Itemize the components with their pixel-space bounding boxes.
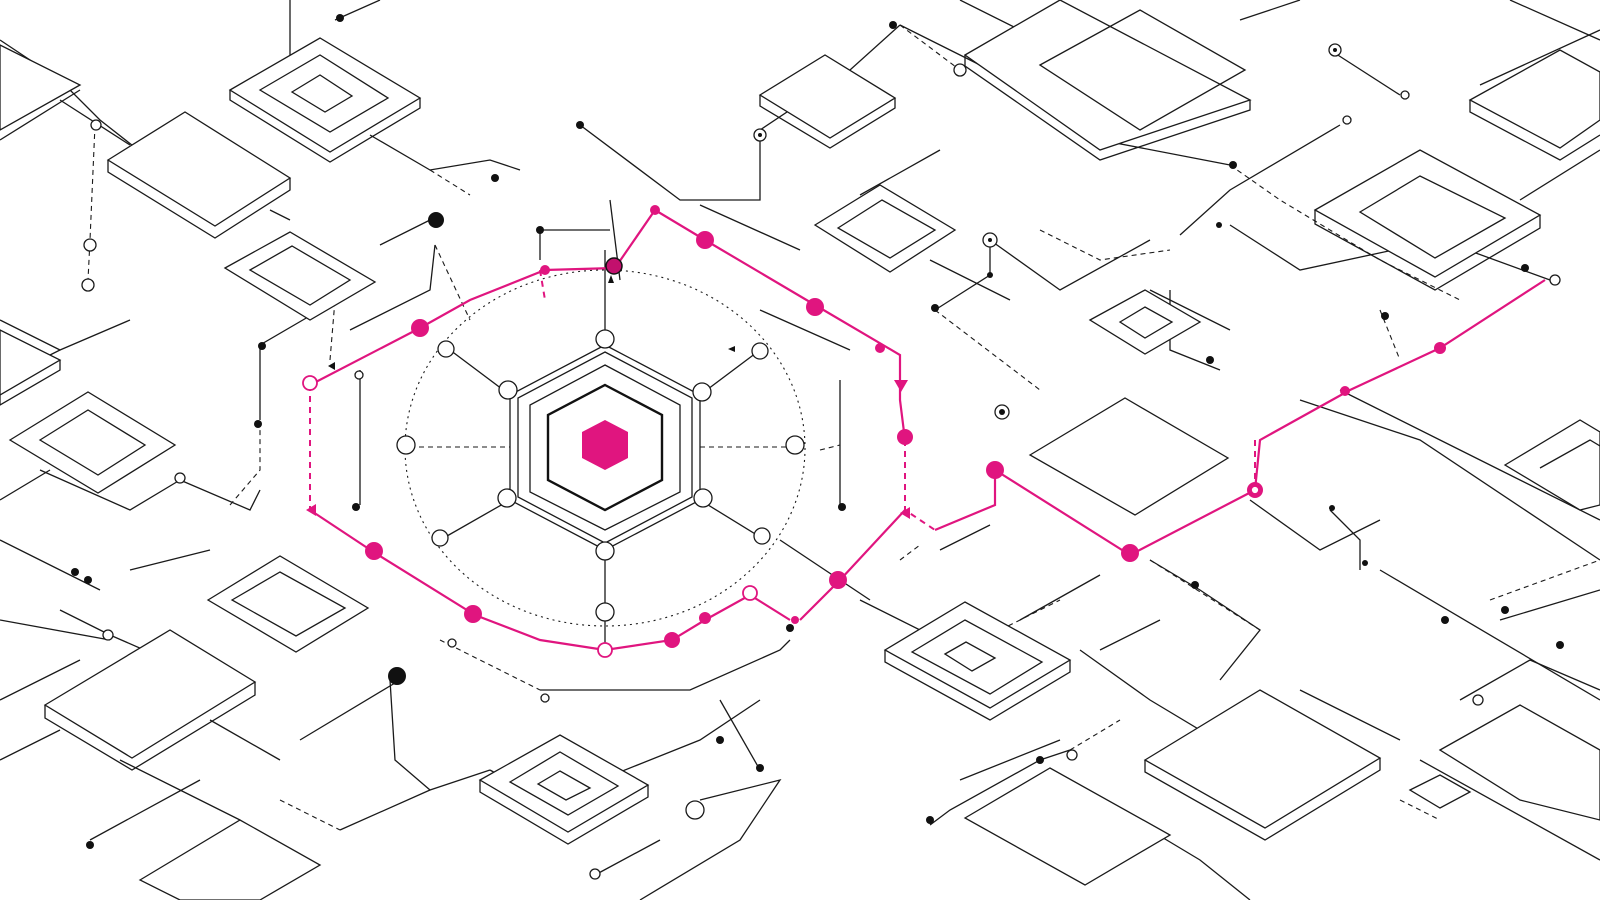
tile-plate xyxy=(223,231,377,321)
node-circle-icon xyxy=(498,380,518,400)
tile-plate xyxy=(1503,419,1600,511)
central-hexagon-icon xyxy=(582,420,628,470)
node-circle-icon xyxy=(497,488,517,508)
nodes xyxy=(71,14,1564,880)
arrow-left-icon xyxy=(306,504,316,516)
tile-stack xyxy=(228,37,422,163)
node-circle-icon xyxy=(396,435,416,455)
tile-plate xyxy=(1143,689,1382,841)
node-circle-icon xyxy=(595,541,615,561)
tile-plate xyxy=(1468,49,1600,161)
accent-path xyxy=(309,208,1546,652)
arrow-markers xyxy=(306,275,910,519)
tile-plate xyxy=(1408,774,1472,809)
node-circle-icon xyxy=(692,382,712,402)
arrow-left-icon xyxy=(728,346,735,352)
tile-plate xyxy=(758,54,897,149)
node-circle-icon xyxy=(595,602,615,622)
arrow-left-icon xyxy=(900,507,910,519)
node-circle-icon xyxy=(751,342,769,360)
node-circle-icon xyxy=(693,488,713,508)
tile-stack xyxy=(478,734,650,845)
tile-plate xyxy=(1028,397,1230,516)
tile-plate xyxy=(0,44,82,131)
node-circle-icon xyxy=(595,329,615,349)
tile-plate xyxy=(963,767,1172,886)
tile-plate xyxy=(1313,149,1542,291)
tile-plate xyxy=(1438,704,1600,821)
tile-plate xyxy=(1088,289,1202,355)
node-circle-icon xyxy=(437,340,455,358)
tile-plate xyxy=(106,111,292,239)
node-circle-icon xyxy=(753,527,771,545)
tile-plate xyxy=(963,0,1252,161)
tile-stack xyxy=(883,601,1072,721)
arrow-left-icon xyxy=(328,362,335,370)
tile-plate xyxy=(206,555,370,653)
tile-plate xyxy=(813,184,957,273)
arrow-up-icon xyxy=(608,275,614,283)
tile-plate xyxy=(43,629,257,771)
node-circle-icon xyxy=(431,529,449,547)
node-circle-icon xyxy=(785,435,805,455)
arrow-down-icon xyxy=(894,380,908,392)
tile-plate xyxy=(138,819,322,900)
tile-plate xyxy=(0,329,62,406)
tile-plate xyxy=(8,391,177,494)
